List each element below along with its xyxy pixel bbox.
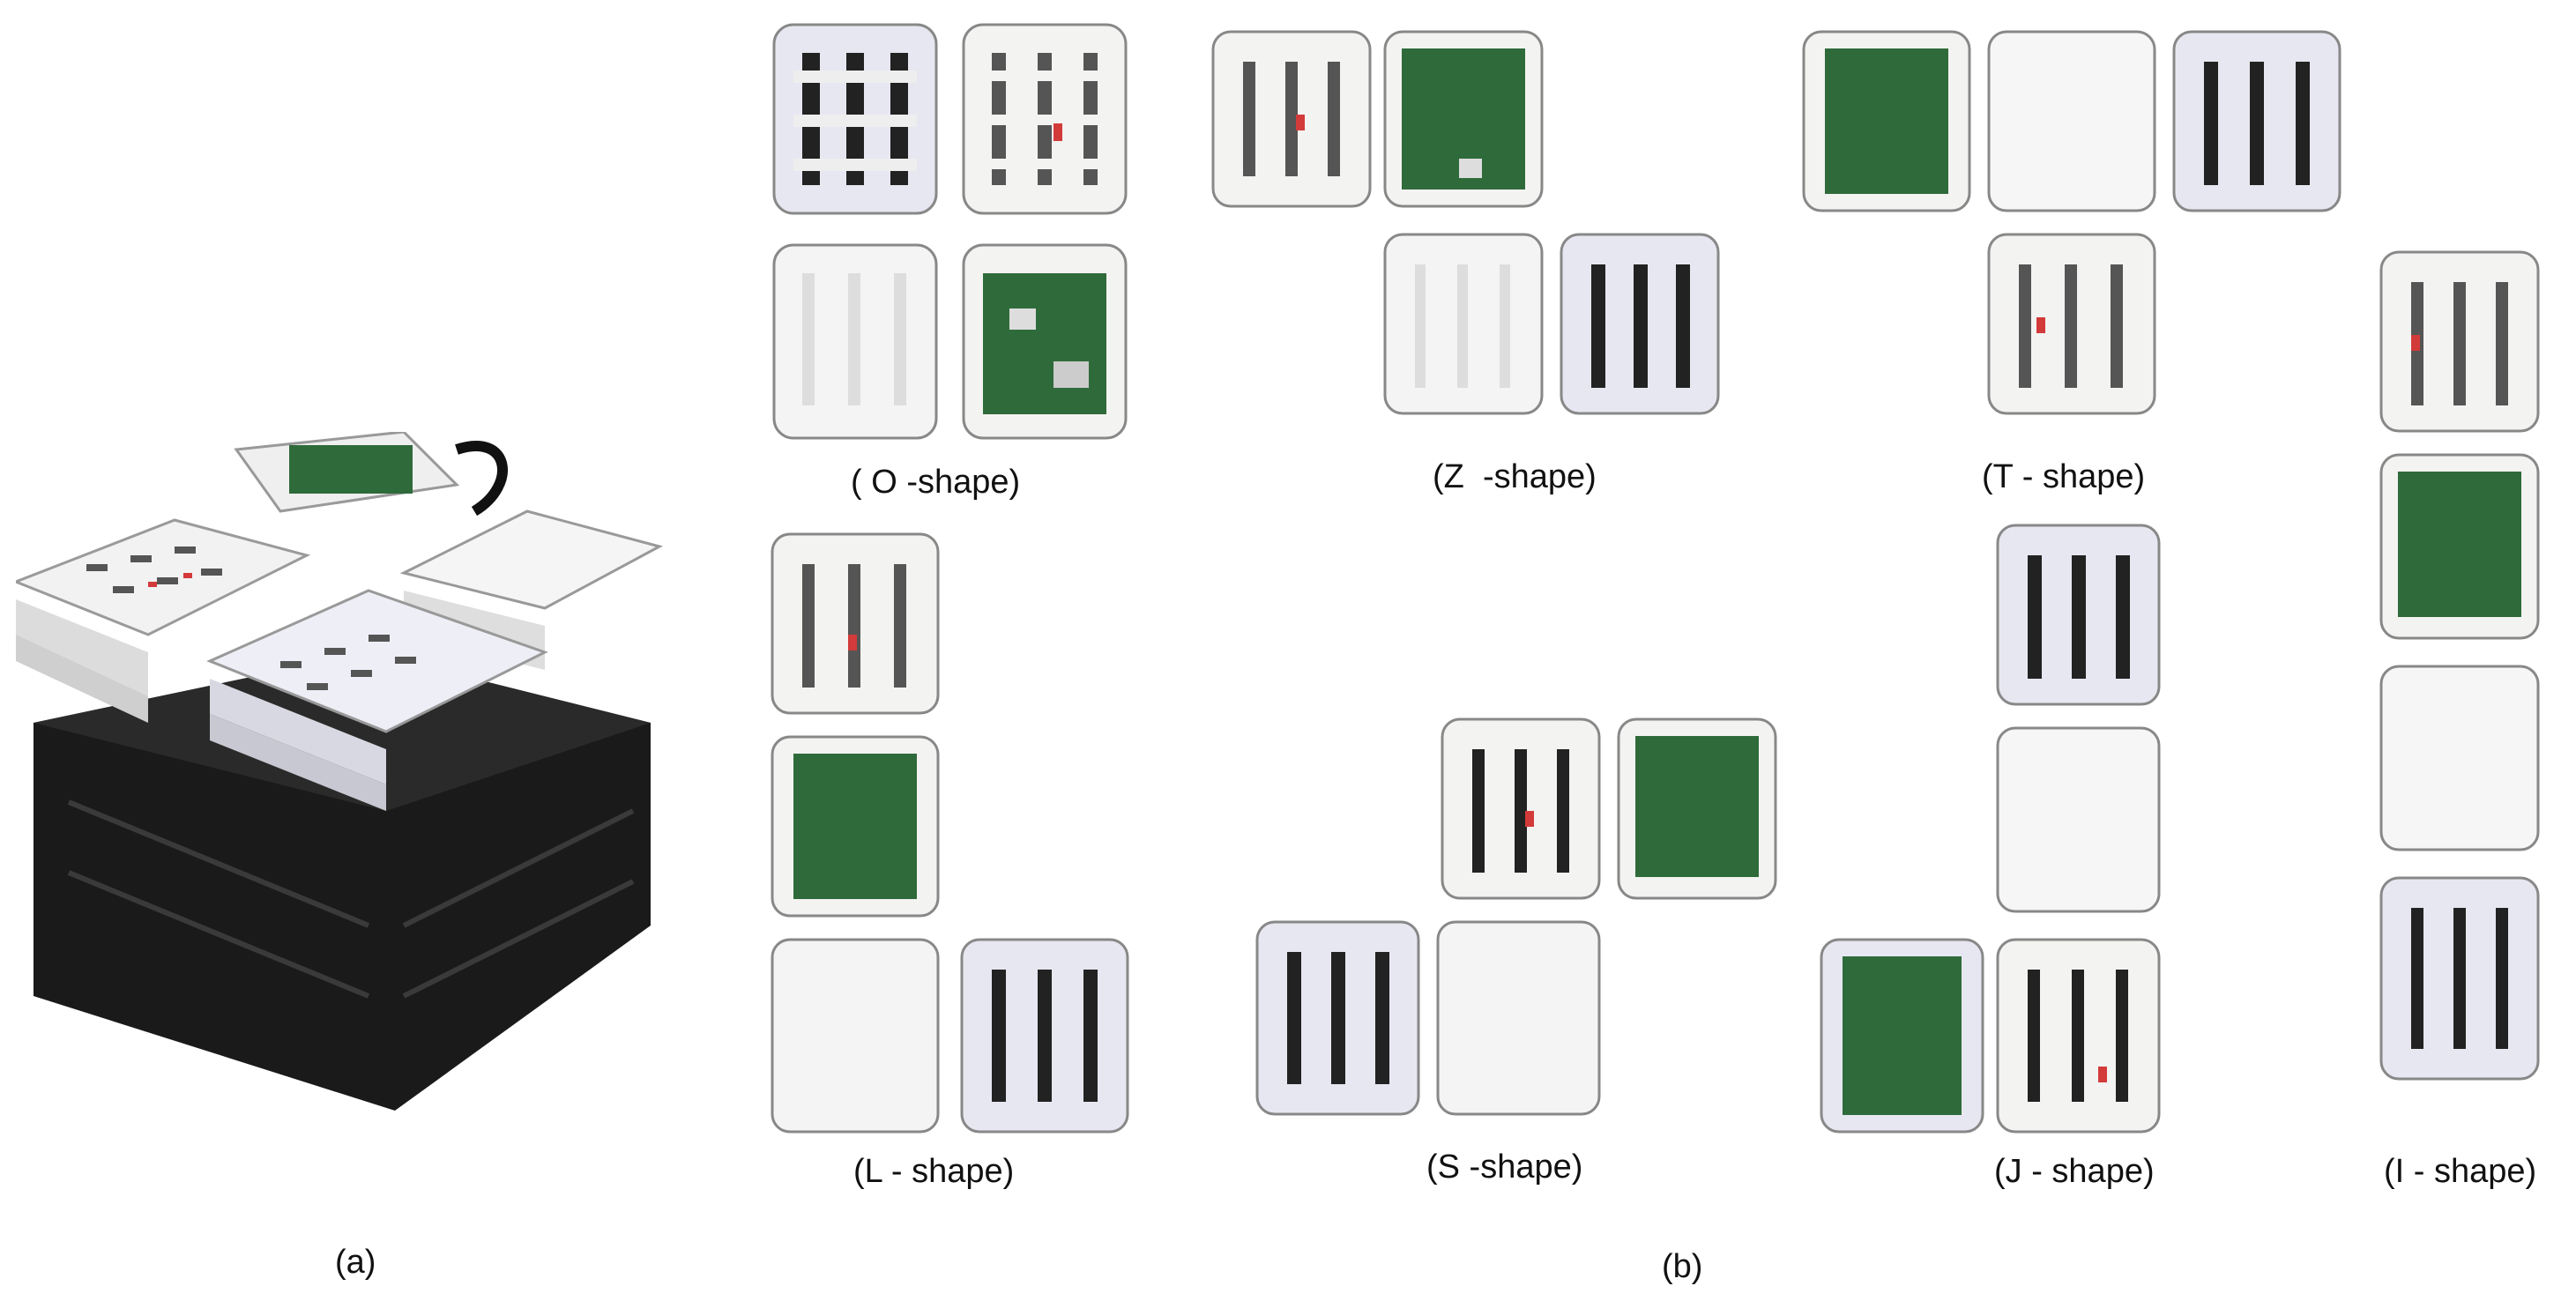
robot-module [1992,934,2164,1137]
robot-module [957,18,1133,220]
robot-module [1556,229,1724,419]
robot-module [1437,714,1604,903]
robot-module [1208,26,1375,212]
t-shape-caption: (T - shape) [1982,458,2146,495]
figure-label-b: (b) [1662,1248,1703,1285]
robot-module [1798,26,1975,216]
robot-module [1984,229,2160,419]
o-shape-caption: ( O -shape) [851,464,1021,501]
robot-module [767,238,943,445]
robot-module [1380,229,1547,419]
robot-module [1984,26,2160,216]
robot-module [1380,26,1547,212]
l-shape-caption: (L - shape) [853,1153,1015,1190]
robot-module [1613,714,1781,903]
robot-module [767,732,943,921]
robot-module [1433,917,1604,1119]
robot-module [1252,917,1424,1119]
robot-module [2376,450,2543,643]
robot-module [1992,520,2164,710]
robot-module [767,529,943,718]
assembled-robot-photo [16,432,668,1119]
z-shape-caption: (Z -shape) [1433,458,1597,495]
robot-module [2376,247,2543,436]
j-shape-caption: (J - shape) [1994,1153,2155,1190]
robot-module [767,18,943,220]
robot-module [957,238,1133,445]
robot-module [1992,723,2164,917]
robot-module [2169,26,2345,216]
robot-module [2376,873,2543,1084]
robot-module [767,934,943,1137]
robot-module [957,934,1133,1137]
robot-module [2376,661,2543,855]
i-shape-caption: (I - shape) [2384,1153,2537,1190]
s-shape-caption: (S -shape) [1426,1149,1583,1186]
robot-module [1816,934,1988,1137]
figure-label-a: (a) [335,1244,376,1281]
